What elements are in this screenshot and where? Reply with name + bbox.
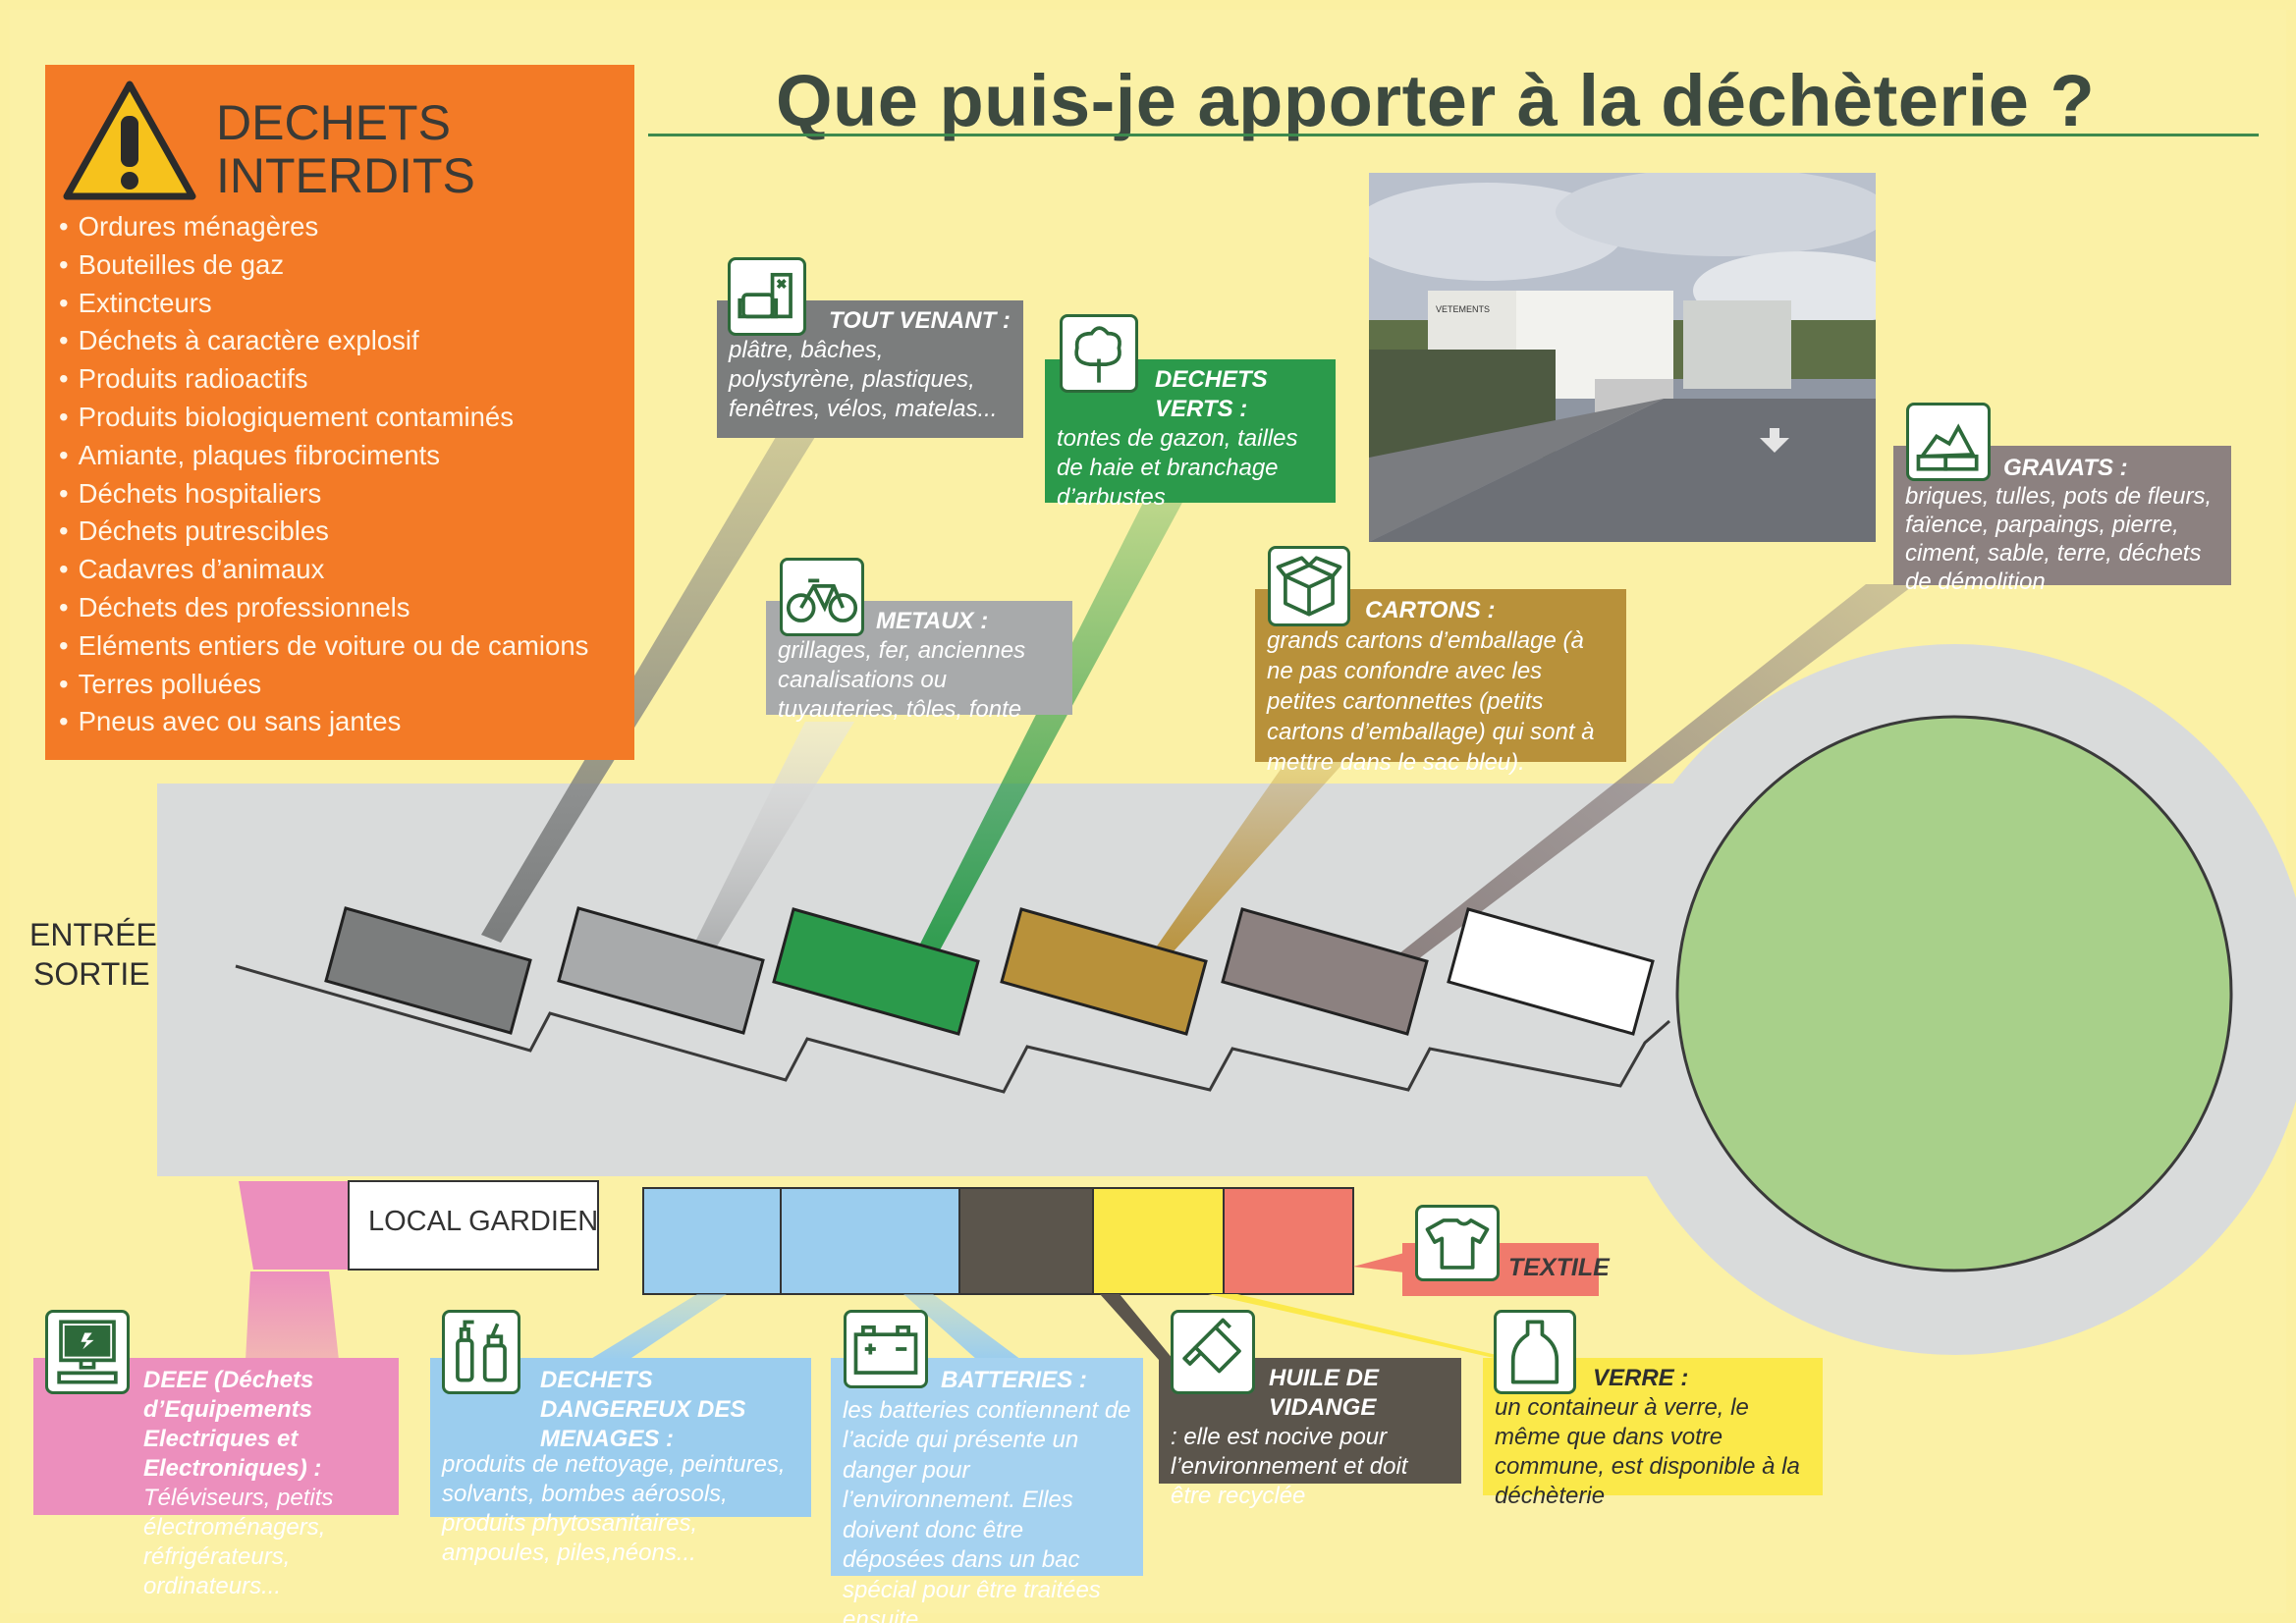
container-cartons bbox=[1000, 907, 1208, 1036]
containers bbox=[324, 906, 1655, 1036]
bin-dangereux-1 bbox=[642, 1187, 782, 1295]
container-dechets-verts bbox=[772, 907, 980, 1036]
forbidden-item: Extincteurs bbox=[59, 285, 588, 323]
tout-venant-callout: TOUT VENANT : plâtre, bâches, polystyrèn… bbox=[717, 300, 1023, 438]
forbidden-item: Cadavres d’animaux bbox=[59, 551, 588, 589]
tail-batteries bbox=[903, 1294, 1021, 1360]
tail-dangereux bbox=[589, 1294, 727, 1360]
forbidden-item: Amiante, plaques fibrociments bbox=[59, 437, 588, 475]
forbidden-item: Déchets des professionnels bbox=[59, 589, 588, 627]
title-underline bbox=[648, 134, 2259, 136]
dangereux-description: produits de nettoyage, peintures, solvan… bbox=[442, 1451, 786, 1566]
batteries-title-line: BATTERIES : bbox=[941, 1367, 1087, 1393]
dangereux-callout: DECHETS DANGEREUX DES MENAGES : produits… bbox=[430, 1358, 811, 1566]
deee-title-line: DEEE (Déchets d’Equipements Electriques … bbox=[143, 1367, 334, 1599]
tail-cartons bbox=[1149, 761, 1345, 962]
forbidden-item: Déchets putrescibles bbox=[59, 513, 588, 551]
bicycle-icon bbox=[780, 558, 864, 636]
forbidden-item: Bouteilles de gaz bbox=[59, 246, 588, 285]
gravats-text: briques, tulles, pots de fleurs, faïence… bbox=[1905, 483, 2213, 595]
battery-icon bbox=[844, 1310, 928, 1388]
forbidden-item: Produits radioactifs bbox=[59, 360, 588, 399]
forbidden-item: Déchets à caractère explosif bbox=[59, 322, 588, 360]
local-gardien-box bbox=[348, 1180, 599, 1271]
tail-tout-venant bbox=[481, 437, 815, 943]
tail-textile bbox=[1353, 1253, 1404, 1272]
bin-dangereux-2 bbox=[780, 1187, 960, 1295]
container-tout-venant bbox=[324, 906, 532, 1035]
tail-deee bbox=[246, 1271, 339, 1360]
verre-title-line: VERRE : bbox=[1593, 1365, 1689, 1391]
page-title: Que puis-je apporter à la déchèterie ? bbox=[776, 60, 2096, 141]
tshirt-icon bbox=[1415, 1205, 1500, 1281]
tail-metaux bbox=[687, 722, 854, 962]
rubble-icon bbox=[1906, 403, 1991, 481]
box-icon bbox=[1268, 546, 1350, 626]
computer-icon bbox=[45, 1310, 130, 1394]
tail-verre bbox=[1208, 1294, 1517, 1360]
oil-can-icon bbox=[1171, 1310, 1255, 1394]
forbidden-item: Ordures ménagères bbox=[59, 208, 588, 246]
tail-huile bbox=[1100, 1294, 1174, 1360]
spray-icon bbox=[442, 1310, 520, 1394]
dangereux-title: DECHETS DANGEREUX DES MENAGES : bbox=[540, 1367, 746, 1452]
bottle-icon bbox=[1494, 1310, 1576, 1394]
dechets-verts-title: DECHETS VERTS : bbox=[1155, 366, 1268, 422]
forbidden-item: Déchets hospitaliers bbox=[59, 475, 588, 514]
forbidden-waste-title: DECHETS INTERDITS bbox=[216, 96, 475, 202]
cartons-text: grands cartons d’emballage (à ne pas con… bbox=[1267, 627, 1595, 776]
bin-textile bbox=[1223, 1187, 1354, 1295]
quay-line bbox=[235, 964, 1670, 1094]
exit-label: SORTIE bbox=[33, 956, 150, 992]
verre-text: un containeur à verre, le même que dans … bbox=[1495, 1394, 1800, 1509]
forbidden-item: Eléments entiers de voiture ou de camion… bbox=[59, 627, 589, 666]
site-photo: VETEMENTS bbox=[1369, 173, 1876, 542]
verre-callout: VERRE : un containeur à verre, le même q… bbox=[1483, 1358, 1823, 1509]
container-metaux bbox=[557, 906, 765, 1035]
bin-huile bbox=[958, 1187, 1094, 1295]
photo-sign-text: VETEMENTS bbox=[1436, 304, 1490, 314]
textile-title: TEXTILE bbox=[1508, 1254, 1610, 1281]
huile-title-line: HUILE DE VIDANGE bbox=[1269, 1365, 1380, 1421]
container-empty bbox=[1447, 907, 1655, 1036]
tail-gravats bbox=[1394, 584, 1915, 962]
huile-text: : elle est nocive pour l’environnement e… bbox=[1171, 1424, 1408, 1509]
entrance-label: ENTRÉE bbox=[29, 917, 157, 952]
deee-zone bbox=[239, 1181, 349, 1270]
batteries-callout: BATTERIES : les batteries contiennent de… bbox=[831, 1358, 1143, 1623]
bin-verre bbox=[1092, 1187, 1225, 1295]
cartons-title-line: CARTONS : bbox=[1365, 597, 1496, 623]
forbidden-item: Terres polluées bbox=[59, 666, 588, 704]
tout-venant-text: plâtre, bâches, polystyrène, plastiques,… bbox=[729, 337, 998, 422]
warning-icon bbox=[63, 81, 196, 200]
deee-text: Téléviseurs, petits électroménagers, réf… bbox=[143, 1485, 334, 1599]
forbidden-item: Produits biologiquement contaminés bbox=[59, 399, 588, 437]
cartons-callout: CARTONS : grands cartons d’emballage (à … bbox=[1255, 589, 1626, 776]
forbidden-item: Pneus avec ou sans jantes bbox=[59, 703, 588, 741]
tree-icon bbox=[1060, 314, 1138, 393]
forbidden-title-line1: DECHETS bbox=[216, 95, 451, 150]
deee-callout: DEEE (Déchets d’Equipements Electriques … bbox=[33, 1358, 399, 1599]
tail-dechets-verts bbox=[908, 501, 1183, 972]
roundabout-green bbox=[1675, 715, 2233, 1272]
forbidden-title-line2: INTERDITS bbox=[216, 148, 475, 203]
furniture-icon bbox=[728, 257, 806, 336]
dechets-verts-text: tontes de gazon, tailles de haie et bran… bbox=[1057, 425, 1298, 511]
tout-venant-title: TOUT VENANT : bbox=[829, 307, 1011, 334]
batteries-text: les batteries contiennent de l’acide qui… bbox=[843, 1396, 1131, 1623]
container-gravats bbox=[1221, 907, 1429, 1036]
local-gardien-label: LOCAL GARDIEN bbox=[368, 1206, 599, 1237]
forbidden-waste-list: Ordures ménagères Bouteilles de gaz Exti… bbox=[59, 208, 589, 741]
metaux-text: grillages, fer, anciennes canalisations … bbox=[778, 637, 1026, 723]
gravats-title-line: GRAVATS : bbox=[2003, 455, 2128, 481]
metaux-title-line: METAUX : bbox=[876, 608, 989, 634]
